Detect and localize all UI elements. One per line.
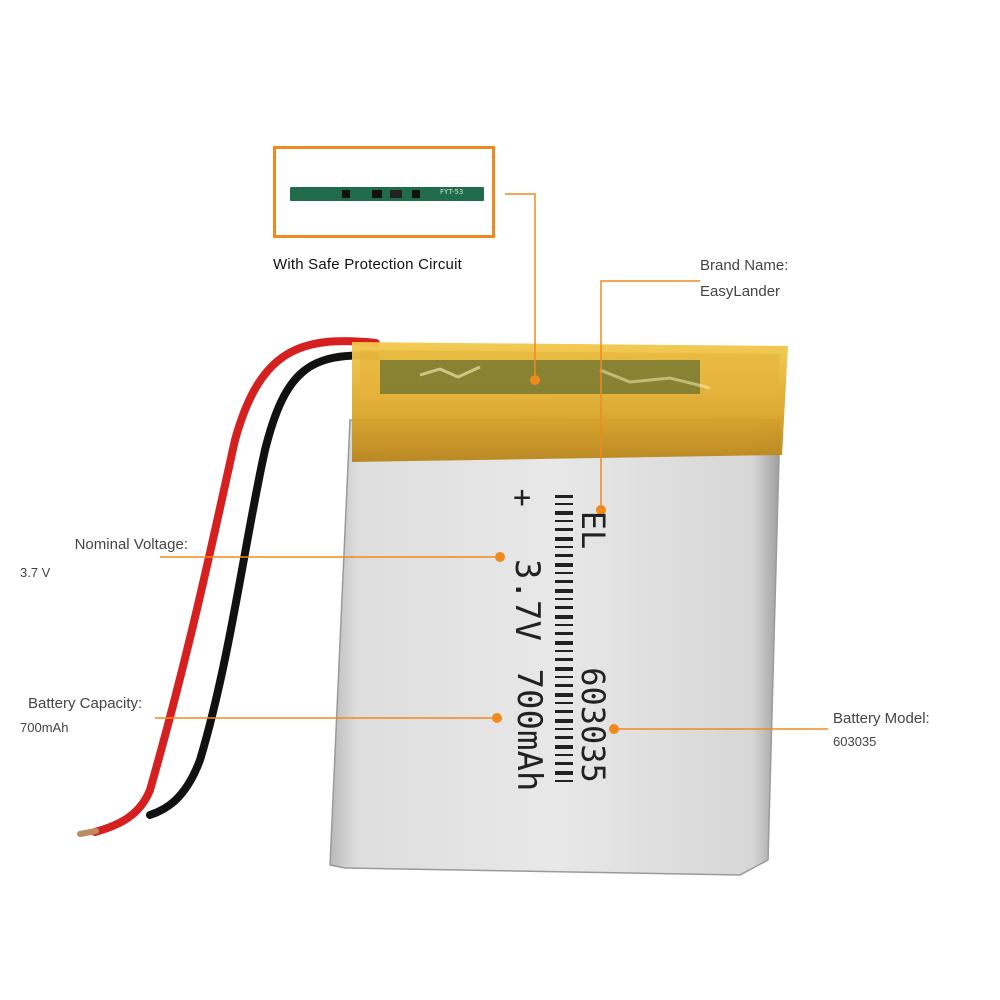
battery-print-polarity: + [513, 480, 532, 515]
brand-name-value: EasyLander [700, 283, 781, 300]
pcb-chip [412, 190, 420, 198]
pcb-label: FYT-53 [440, 188, 464, 196]
nominal-voltage-title: Nominal Voltage: [74, 536, 188, 553]
battery-capacity-title: Battery Capacity: [28, 695, 143, 712]
nominal-voltage-value: 3.7 V [20, 565, 51, 580]
brand-name-title: Brand Name: [700, 257, 789, 274]
battery-capacity-value: 700mAh [20, 720, 69, 735]
pcb-under-tape [380, 360, 700, 394]
callout-line-pcb [505, 193, 536, 380]
callout-line-brand [600, 280, 700, 510]
callout-dot-model [609, 724, 619, 734]
callout-dot-capacity [492, 713, 502, 723]
battery-model-title: Battery Model: [833, 710, 930, 727]
pcb-board: FYT-53 [290, 187, 484, 201]
callout-dot-voltage [495, 552, 505, 562]
callout-dot-brand [596, 505, 606, 515]
pcb-chip [342, 190, 350, 198]
callout-dot-pcb [530, 375, 540, 385]
pcb-chip [390, 190, 402, 198]
red-wire [91, 337, 380, 836]
battery-cell [329, 419, 781, 876]
pcb-chip [372, 190, 382, 198]
protection-circuit-inset: FYT-53 [273, 146, 495, 238]
barcode [555, 495, 573, 782]
battery-model-value: 603035 [833, 734, 877, 749]
battery-print-capacity: 700mAh [509, 668, 549, 792]
wire-tip [77, 828, 99, 837]
protection-circuit-caption: With Safe Protection Circuit [273, 256, 462, 273]
battery-print-brand-mark: EL [574, 510, 612, 550]
battery-print-model: 603035 [574, 667, 612, 783]
